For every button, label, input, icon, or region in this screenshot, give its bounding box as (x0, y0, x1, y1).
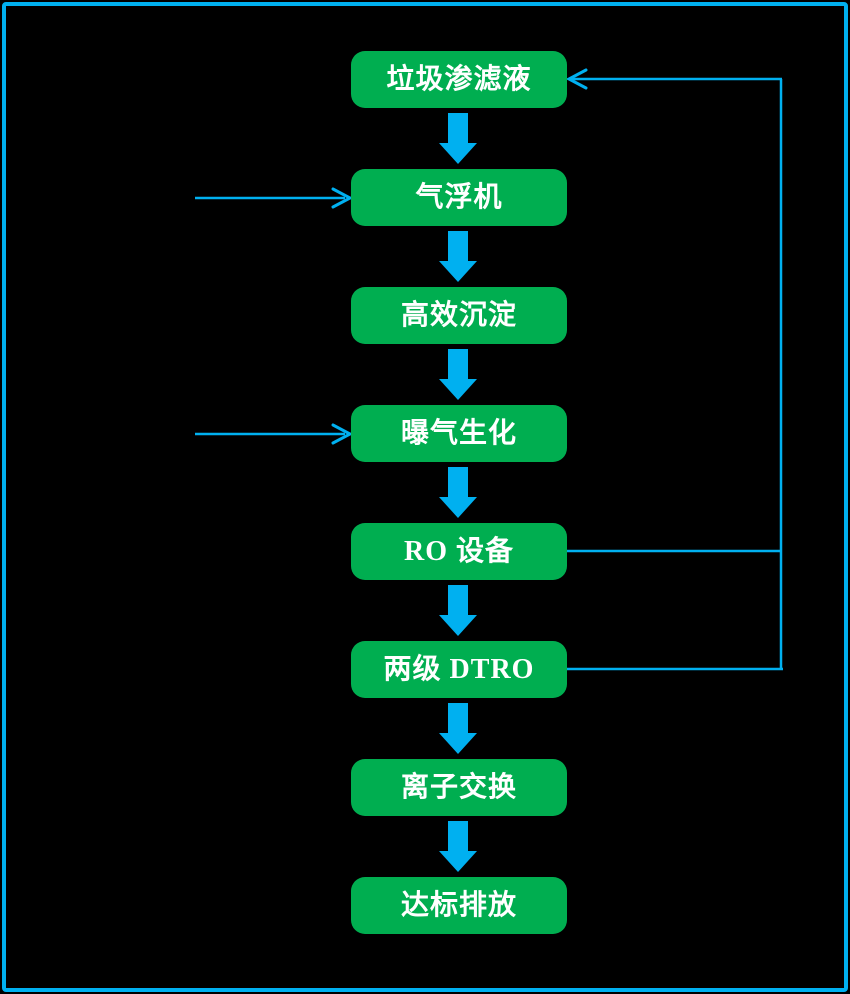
flow-step-label: 曝气生化 (400, 417, 517, 449)
flow-step-label: 达标排放 (400, 889, 517, 921)
down-arrow-icon (439, 113, 477, 164)
flow-step-high-efficiency-sedimentation: 高效沉淀 (351, 287, 567, 344)
down-arrow-icon (439, 467, 477, 518)
flow-step-label: 垃圾渗滤液 (386, 63, 532, 95)
down-arrow-icon (439, 585, 477, 636)
down-arrow-icon (439, 349, 477, 400)
flow-step-compliant-discharge: 达标排放 (351, 877, 567, 934)
flow-step-leachate: 垃圾渗滤液 (351, 51, 567, 108)
right-arrowhead-icon (331, 423, 354, 445)
flow-step-ro-equipment: RO 设备 (351, 523, 567, 580)
flow-step-two-stage-dtro: 两级 DTRO (351, 641, 567, 698)
flow-step-label: 离子交换 (400, 771, 517, 803)
flow-step-label: 高效沉淀 (400, 299, 517, 331)
flow-step-aeration-biochemical: 曝气生化 (351, 405, 567, 462)
right-arrowhead-icon (331, 187, 354, 209)
down-arrow-icon (439, 821, 477, 872)
flow-step-label: 气浮机 (415, 181, 503, 213)
down-arrow-icon (439, 703, 477, 754)
flow-step-label: RO 设备 (403, 535, 514, 567)
flow-step-label: 两级 DTRO (383, 653, 535, 685)
left-arrowhead-icon (565, 68, 588, 90)
flow-step-air-flotation: 气浮机 (351, 169, 567, 226)
down-arrow-icon (439, 231, 477, 282)
flow-step-ion-exchange: 离子交换 (351, 759, 567, 816)
